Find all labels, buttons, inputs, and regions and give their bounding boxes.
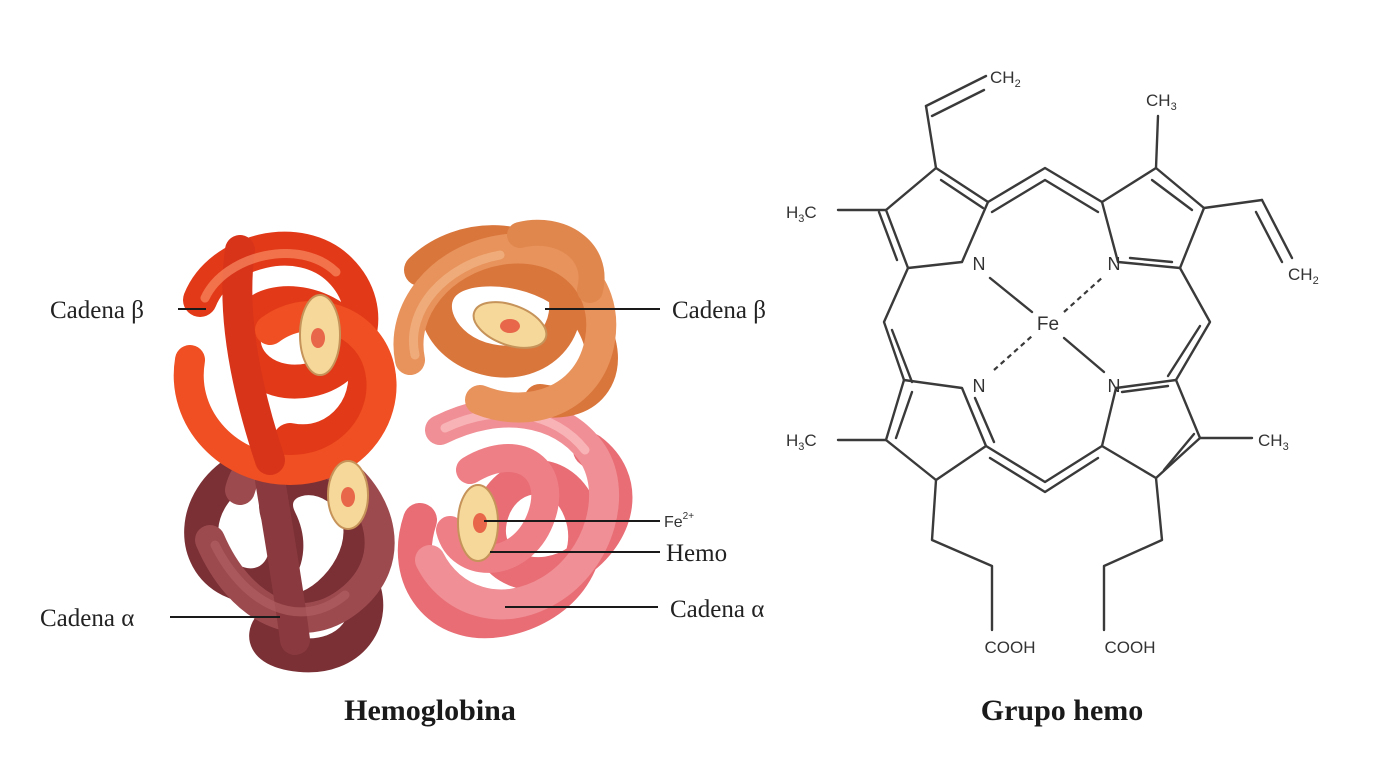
beta-chain-right	[393, 219, 618, 423]
heme-disc-alpha-right	[457, 484, 499, 562]
pyrrole-ring-top-right	[1100, 166, 1206, 270]
substituent-methyl-right-bottom: CH3	[1258, 431, 1289, 453]
substituent-methyl-left-top: H3C	[786, 203, 817, 225]
atom-n-top-right: N	[1108, 254, 1121, 274]
substituent-acid-left: COOH	[985, 638, 1036, 657]
label-alpha-right: Cadena α	[670, 596, 764, 623]
atom-iron: Fe	[1037, 314, 1059, 335]
caption-hemoglobin: Hemoglobina	[344, 694, 516, 727]
label-alpha-left: Cadena α	[40, 605, 134, 632]
pyrrole-ring-bottom-right	[1100, 378, 1202, 480]
beta-chain-left	[173, 231, 397, 485]
substituent-bonds	[836, 74, 1294, 632]
heme-disc-beta-left	[299, 294, 341, 376]
substituent-acid-right: COOH	[1105, 638, 1156, 657]
pyrrole-ring-bottom-left	[884, 378, 996, 482]
caption-heme-group: Grupo hemo	[981, 694, 1144, 727]
alpha-chain-right	[397, 397, 633, 639]
iron-coordination-bonds	[988, 275, 1106, 374]
atom-n-bottom-right: N	[1108, 376, 1121, 396]
heme-group-structure: Fe N N N N CH2 CH3 H3C CH2 H3C CH3 COOH …	[786, 68, 1319, 727]
label-beta-right: Cadena β	[672, 297, 766, 324]
atom-n-bottom-left: N	[973, 376, 986, 396]
substituent-methyl-left-bottom: H3C	[786, 431, 817, 453]
substituent-methyl-top: CH3	[1146, 91, 1177, 113]
heme-disc-beta-right	[472, 301, 548, 349]
hemoglobin-illustration: Cadena β Cadena β Cadena α Cadena α Fe2+…	[40, 219, 766, 727]
substituent-vinyl-top: CH2	[990, 68, 1021, 90]
heme-disc-alpha-left	[327, 460, 369, 530]
label-iron: Fe2+	[664, 511, 694, 531]
label-beta-left: Cadena β	[50, 297, 144, 324]
label-heme: Hemo	[666, 540, 727, 567]
substituent-vinyl-right: CH2	[1288, 265, 1319, 287]
pyrrole-ring-top-left	[877, 166, 990, 270]
atom-n-top-left: N	[973, 254, 986, 274]
methine-bridges	[882, 166, 1212, 494]
